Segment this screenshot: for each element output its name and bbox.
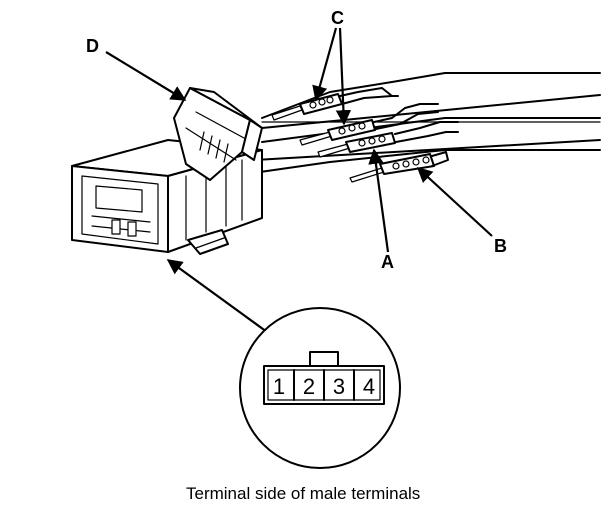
terminal-upper xyxy=(271,87,399,121)
arrow-c-2 xyxy=(335,27,352,126)
terminal-lower xyxy=(349,151,449,183)
arrow-d xyxy=(105,51,187,101)
terminal-lock xyxy=(173,87,263,181)
leader-arrows xyxy=(105,27,493,341)
connector-key xyxy=(309,351,339,367)
terminal-third xyxy=(317,121,459,158)
pin-3: 3 xyxy=(333,374,345,399)
arrow-c-1 xyxy=(312,27,338,102)
callout-c: C xyxy=(331,8,344,28)
callout-d: D xyxy=(86,36,99,56)
terminal-second xyxy=(299,103,439,146)
pin-1: 1 xyxy=(273,374,285,399)
pin-4: 4 xyxy=(363,374,375,399)
callout-a: A xyxy=(381,252,394,272)
arrow-view xyxy=(166,259,279,341)
diagram-caption: Terminal side of male terminals xyxy=(186,484,420,503)
pin-2: 2 xyxy=(303,374,315,399)
terminal-wires xyxy=(271,87,459,183)
terminal-side-view: 1 2 3 4 xyxy=(239,307,401,469)
callout-b: B xyxy=(494,236,507,256)
arrow-a xyxy=(368,148,390,253)
arrow-b xyxy=(416,166,493,237)
